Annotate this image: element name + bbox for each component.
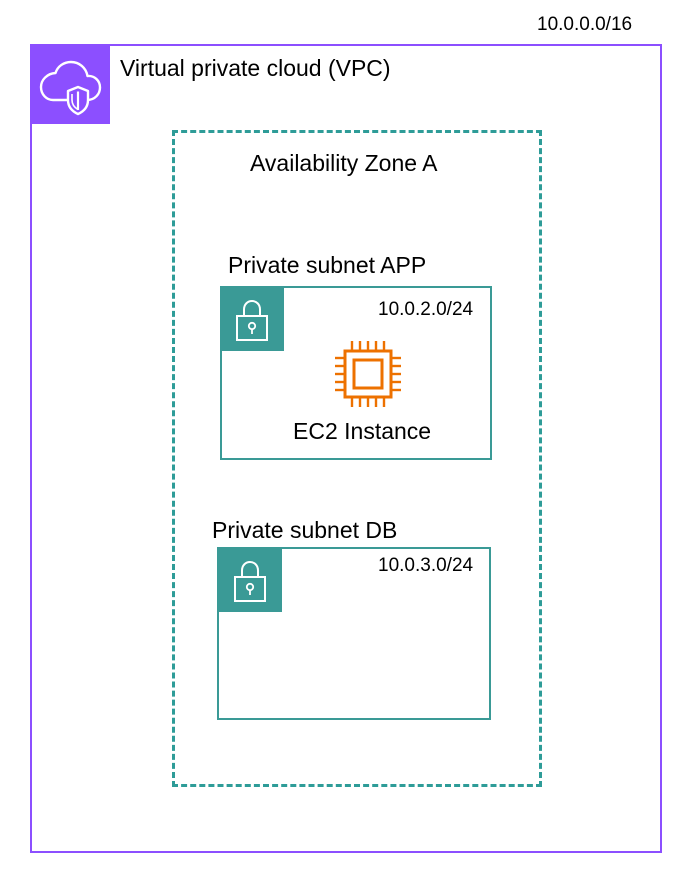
vpc-title: Virtual private cloud (VPC) xyxy=(120,55,391,81)
subnet-db-cidr: 10.0.3.0/24 xyxy=(378,555,474,576)
ec2-instance-label: EC2 Instance xyxy=(293,418,432,444)
subnet-db-lock-tile xyxy=(218,548,282,612)
availability-zone-boundary[interactable] xyxy=(172,130,542,787)
padlock-icon xyxy=(236,299,268,341)
ec2-instance[interactable] xyxy=(331,337,405,411)
vpc-cidr-label: 10.0.0.0/16 xyxy=(537,14,633,35)
subnet-app-cidr: 10.0.2.0/24 xyxy=(378,299,474,320)
vpc-cloud-shield-icon xyxy=(39,60,102,116)
subnet-app-lock-tile xyxy=(220,287,284,351)
vpc-icon-tile xyxy=(30,44,110,124)
availability-zone-title: Availability Zone A xyxy=(250,150,438,176)
padlock-icon xyxy=(234,560,266,602)
vpc-boundary[interactable] xyxy=(30,44,662,853)
ec2-chip-icon xyxy=(335,341,401,407)
subnet-app-boundary[interactable] xyxy=(220,286,492,460)
subnet-db-boundary[interactable] xyxy=(217,547,491,720)
subnet-db-title: Private subnet DB xyxy=(212,517,398,543)
subnet-app-title: Private subnet APP xyxy=(228,252,427,278)
